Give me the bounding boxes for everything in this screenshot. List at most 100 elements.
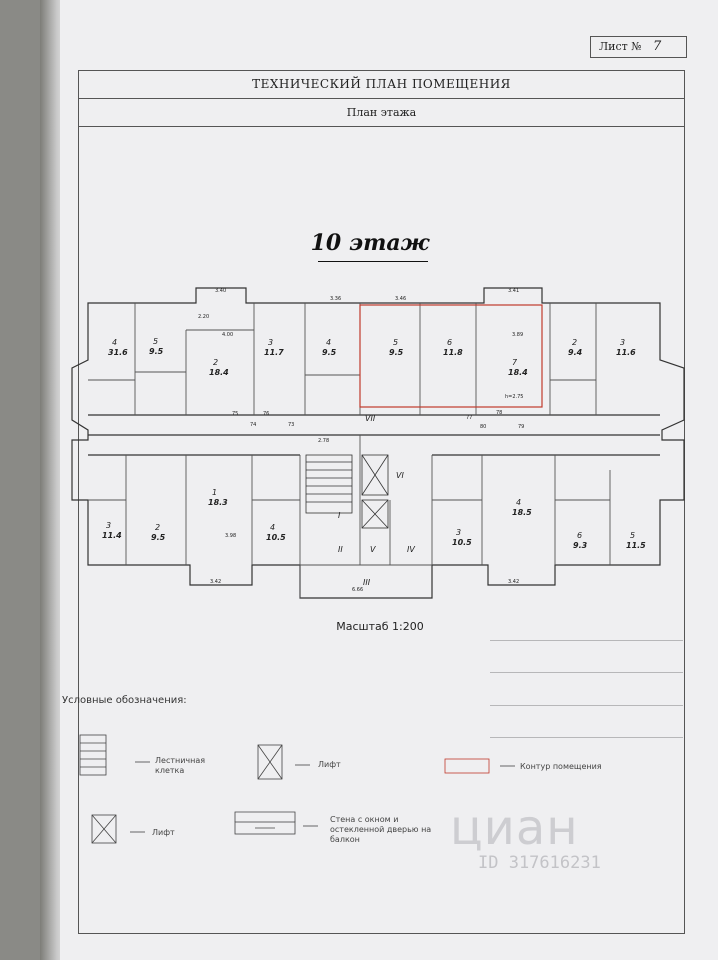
room-area: 9.3 [573, 541, 588, 550]
room-number: 4 [326, 338, 331, 347]
room-area: 18.4 [209, 368, 229, 377]
dimension-label: 76 [263, 411, 269, 417]
room-area: 9.5 [149, 347, 164, 356]
elevator-icon [257, 744, 283, 780]
legend-label-balcony-wall: Стена с окном и остекленной дверью на ба… [330, 815, 432, 844]
corridor-label: III [363, 578, 371, 587]
room-area: 11.7 [264, 348, 284, 357]
dimension-label: 3.46 [395, 296, 406, 302]
dimension-labels: 3.40 2.20 3.36 3.46 3.41 4.00 3.89 2.78 3.98 3.42… [198, 288, 524, 593]
room-number: 5 [153, 337, 158, 346]
room-number: 7 [512, 358, 518, 367]
ruled-line [490, 672, 683, 673]
room-number: 4 [112, 338, 117, 347]
room-area: 10.5 [452, 538, 472, 547]
dimension-label: h=2.75 [505, 394, 524, 400]
dimension-label: 74 [250, 422, 256, 428]
legend-label-elevator: Лифт [318, 760, 341, 769]
dimension-label: 3.36 [330, 296, 341, 302]
interior-walls [88, 303, 611, 598]
floor-title: 10 этаж [310, 230, 430, 256]
legend-label-stairwell: Лестничная клетка [155, 756, 206, 775]
room-number: 4 [270, 523, 275, 532]
corridor-label: IV [407, 545, 415, 554]
room-area: 31.6 [108, 348, 128, 357]
sheet-number-box: Лист № 7 [590, 36, 687, 58]
dimension-label: 3.42 [210, 579, 221, 585]
corridor-label: VII [365, 414, 376, 423]
room-area: 11.5 [626, 541, 646, 550]
dimension-label: 3.42 [508, 579, 519, 585]
sheet-number: 7 [653, 39, 662, 54]
document-subtitle: План этажа [346, 106, 417, 119]
dimension-label: 77 [466, 415, 472, 421]
scale-label: Масштаб 1:200 [336, 620, 424, 633]
room-number: 5 [393, 338, 398, 347]
room-number: 2 [155, 523, 160, 532]
legend-title: Условные обозначения: [62, 695, 187, 706]
room-area: 9.5 [322, 348, 337, 357]
room-number: 2 [572, 338, 577, 347]
dimension-label: 80 [480, 424, 486, 430]
header-divider-2 [78, 126, 685, 127]
room-area: 18.5 [512, 508, 532, 517]
room-area: 10.5 [266, 533, 286, 542]
corridor-label: VI [396, 471, 404, 480]
floor-title-underline [318, 261, 428, 262]
legend-label-room-outline: Контур помещения [520, 762, 602, 771]
room-number: 4 [516, 498, 521, 507]
room-number: 5 [630, 531, 635, 540]
elevator-icon-2 [91, 814, 117, 844]
room-outline-icon [444, 758, 490, 774]
corridor-label: I [338, 511, 341, 520]
room-number: 6 [577, 531, 582, 540]
room-outline-highlight [359, 304, 543, 408]
sheet-label: Лист № [599, 40, 642, 53]
legend-icons [79, 734, 515, 844]
ruled-line [490, 640, 683, 641]
dimension-label: 4.00 [222, 332, 233, 338]
paper-sheet [60, 0, 718, 960]
room-area: 9.4 [568, 348, 583, 357]
balcony-wall-icon [234, 811, 296, 835]
dimension-label: 73 [288, 422, 294, 428]
room-area: 18.3 [208, 498, 228, 507]
header-divider [78, 98, 685, 99]
room-number: 3 [456, 528, 461, 537]
room-area: 9.5 [389, 348, 404, 357]
room-number: 1 [212, 488, 217, 497]
dimension-label: 2.78 [318, 438, 329, 444]
room-area: 11.4 [102, 531, 122, 540]
plan-frame [78, 70, 685, 934]
ruled-line [490, 705, 683, 706]
room-number: 3 [620, 338, 625, 347]
room-number: 3 [106, 521, 111, 530]
stairwell-symbol [305, 454, 353, 514]
watermark-brand: циан [450, 800, 579, 856]
stairwell-icon [79, 734, 107, 776]
building-outline [71, 287, 685, 599]
room-number: 6 [447, 338, 452, 347]
dimension-label: 3.98 [225, 533, 236, 539]
ruled-line [490, 737, 683, 738]
room-area: 11.6 [616, 348, 636, 357]
dimension-label: 3.41 [508, 288, 519, 294]
dimension-label: 2.20 [198, 314, 209, 320]
dimension-label: 75 [232, 411, 238, 417]
dimension-label: 79 [518, 424, 524, 430]
watermark-id: ID 317616231 [478, 853, 601, 873]
room-area: 9.5 [151, 533, 166, 542]
elevator-symbol [361, 454, 389, 529]
dimension-label: 3.89 [512, 332, 523, 338]
dimension-label: 6.66 [352, 587, 363, 593]
corridor-label: II [338, 545, 343, 554]
room-number: 3 [268, 338, 273, 347]
document-title: ТЕХНИЧЕСКИЙ ПЛАН ПОМЕЩЕНИЯ [252, 77, 511, 91]
room-area: 18.4 [508, 368, 528, 377]
dimension-label: 78 [496, 410, 502, 416]
dimension-label: 3.40 [215, 288, 226, 294]
room-area: 11.8 [443, 348, 463, 357]
